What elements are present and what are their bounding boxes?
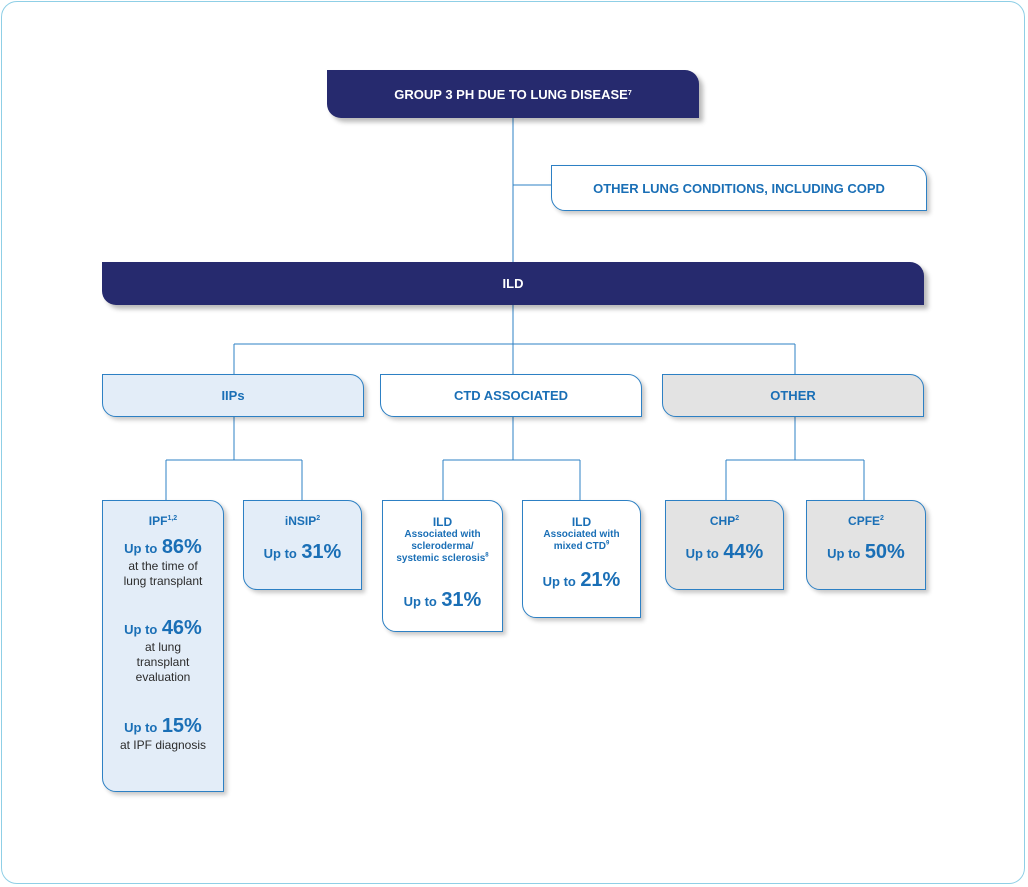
- other-category-label: OTHER: [770, 388, 816, 403]
- ild-scleroderma-card: ILD Associated with scleroderma/ systemi…: [382, 500, 503, 632]
- ipf-title: IPF1,2: [103, 514, 223, 528]
- cpfe-card: CPFE2 Up to 50%: [806, 500, 926, 590]
- ipf-stat-3-value: 15%: [161, 715, 202, 737]
- insip-ref: 2: [316, 515, 321, 522]
- ctd-associated-label: CTD ASSOCIATED: [453, 388, 569, 403]
- ild-scleroderma-stat: Up to 31%: [383, 589, 502, 612]
- ipf-stat-1: Up to 86% at the time of lung transplant: [103, 536, 223, 589]
- chp-stat: Up to 44%: [666, 541, 783, 564]
- insip-stat-value: 31%: [301, 541, 342, 563]
- ild-mixed-ctd-sub-text: mixed CTD: [553, 541, 606, 552]
- ild-scleroderma-sub-line: Associated with: [404, 529, 481, 540]
- chp-title-text: CHP: [709, 514, 736, 528]
- ild-scleroderma-sub-line-last: systemic sclerosis8: [383, 553, 502, 565]
- ild-scleroderma-stat-value: 31%: [441, 589, 482, 611]
- ipf-stat-3-prefix: Up to: [124, 720, 158, 735]
- chp-title: CHP2: [666, 514, 783, 528]
- insip-title: iNSIP2: [244, 514, 361, 528]
- ipf-card: IPF1,2 Up to 86% at the time of lung tra…: [102, 500, 224, 792]
- cpfe-title: CPFE2: [807, 514, 925, 528]
- ipf-stat-1-desc-line: at the time of: [128, 559, 198, 573]
- ild-mixed-ctd-ref: 9: [605, 540, 610, 547]
- ild-mixed-ctd-stat: Up to 21%: [523, 569, 640, 592]
- root-label: GROUP 3 PH DUE TO LUNG DISEASE: [394, 86, 628, 102]
- ild-label: ILD: [502, 276, 524, 291]
- ipf-stat-2-desc-line: evaluation: [135, 670, 191, 684]
- cpfe-stat-prefix: Up to: [827, 546, 861, 561]
- ild-node: ILD: [102, 262, 924, 305]
- chp-stat-prefix: Up to: [685, 546, 719, 561]
- ild-scleroderma-stat-prefix: Up to: [403, 594, 437, 609]
- ild-scleroderma-title: ILD: [432, 515, 453, 529]
- iips-label: IIPs: [221, 388, 245, 403]
- cpfe-title-text: CPFE: [848, 514, 881, 528]
- ild-mixed-ctd-stat-value: 21%: [580, 569, 621, 591]
- other-lung-conditions-node: OTHER LUNG CONDITIONS, INCLUDING COPD: [551, 165, 927, 211]
- iips-node: IIPs: [102, 374, 364, 417]
- insip-title-text: iNSIP: [284, 514, 317, 528]
- insip-stat: Up to 31%: [244, 541, 361, 564]
- ipf-stat-2: Up to 46% at lung transplant evaluation: [103, 617, 223, 685]
- insip-stat-prefix: Up to: [263, 546, 297, 561]
- ild-mixed-ctd-sub-line-last: mixed CTD9: [523, 541, 640, 553]
- ipf-stat-2-prefix: Up to: [124, 622, 158, 637]
- ild-mixed-ctd-sub-line: Associated with: [543, 529, 620, 540]
- cpfe-ref: 2: [880, 515, 884, 522]
- ipf-stat-2-value: 46%: [161, 617, 202, 639]
- ipf-stat-3: Up to 15% at IPF diagnosis: [103, 715, 223, 753]
- ipf-stat-1-prefix: Up to: [124, 541, 158, 556]
- ipf-stat-3-desc-line: at IPF diagnosis: [119, 738, 207, 752]
- insip-card: iNSIP2 Up to 31%: [243, 500, 362, 590]
- ctd-associated-node: CTD ASSOCIATED: [380, 374, 642, 417]
- ild-mixed-ctd-title: ILD: [571, 515, 592, 529]
- ipf-title-text: IPF: [148, 514, 168, 528]
- ild-mixed-ctd-card: ILD Associated with mixed CTD9 Up to 21%: [522, 500, 641, 618]
- ild-mixed-ctd-stat-prefix: Up to: [542, 574, 576, 589]
- cpfe-stat: Up to 50%: [807, 541, 925, 564]
- other-lung-conditions-label: OTHER LUNG CONDITIONS, INCLUDING COPD: [593, 180, 885, 196]
- ild-scleroderma-sub-text: systemic sclerosis: [396, 553, 486, 564]
- other-category-node: OTHER: [662, 374, 924, 417]
- ipf-stat-2-desc-line: at lung: [144, 640, 182, 654]
- ipf-stat-2-desc-line: transplant: [136, 655, 190, 669]
- chp-card: CHP2 Up to 44%: [665, 500, 784, 590]
- ild-scleroderma-ref: 8: [485, 552, 489, 559]
- ipf-ref: 1,2: [167, 515, 178, 522]
- chp-stat-value: 44%: [723, 541, 764, 563]
- chp-ref: 2: [735, 515, 740, 522]
- ipf-stat-1-value: 86%: [161, 536, 202, 558]
- cpfe-stat-value: 50%: [864, 541, 905, 563]
- ild-scleroderma-sub-line: scleroderma/: [411, 541, 474, 552]
- ipf-stat-1-desc-line: lung transplant: [123, 574, 203, 588]
